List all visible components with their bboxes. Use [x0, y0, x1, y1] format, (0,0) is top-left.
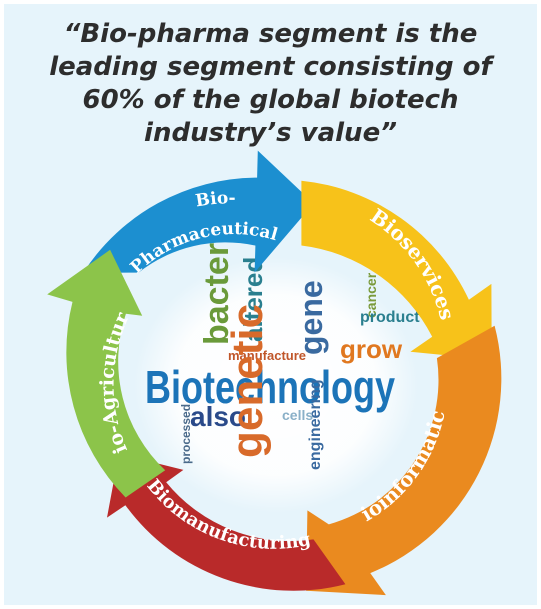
segment-arrow-biomanufacturing	[107, 453, 346, 591]
biotechnology-word-cloud: bacteria altered gene grow manufacture c…	[134, 214, 420, 513]
segment-arrow-bioservices	[301, 180, 492, 360]
cloud-word-cells: cells	[282, 407, 313, 423]
segment-label-bio-agriculture: Bio-Agriculture	[0, 0, 134, 457]
segment-arrow-bio-pharmaceuticals	[83, 150, 314, 273]
cloud-word-cancer: cancer	[363, 272, 379, 318]
segment-arrow-bio-agriculture	[47, 249, 166, 498]
cloud-word-gene: gene	[293, 280, 329, 355]
cloud-word-altered: altered	[238, 257, 268, 342]
headline-quote: “Bio-pharma segment is the leading segme…	[4, 18, 537, 150]
cloud-word-genetic: genetic	[223, 304, 272, 458]
quote-line-1: “Bio-pharma segment is the	[63, 19, 478, 49]
cloud-word-manufacture: manufacture	[228, 348, 306, 363]
quote-line-3: 60% of the global biotech	[82, 85, 459, 115]
cloud-word-product: product	[360, 309, 420, 326]
segment-label-bio-line1: Bio-	[194, 188, 235, 211]
cloud-word-engineering: engineering	[307, 379, 324, 470]
cloud-word-processed: processed	[179, 404, 193, 464]
segment-arrow-bioinformatics	[306, 325, 502, 596]
cloud-word-also: also	[190, 401, 246, 432]
quote-line-4: industry’s value”	[144, 118, 397, 148]
quote-line-2: leading segment consisting of	[49, 52, 492, 82]
cloud-title-biotechnology: Biotechnology	[145, 361, 395, 413]
cloud-word-grow: grow	[340, 334, 403, 364]
